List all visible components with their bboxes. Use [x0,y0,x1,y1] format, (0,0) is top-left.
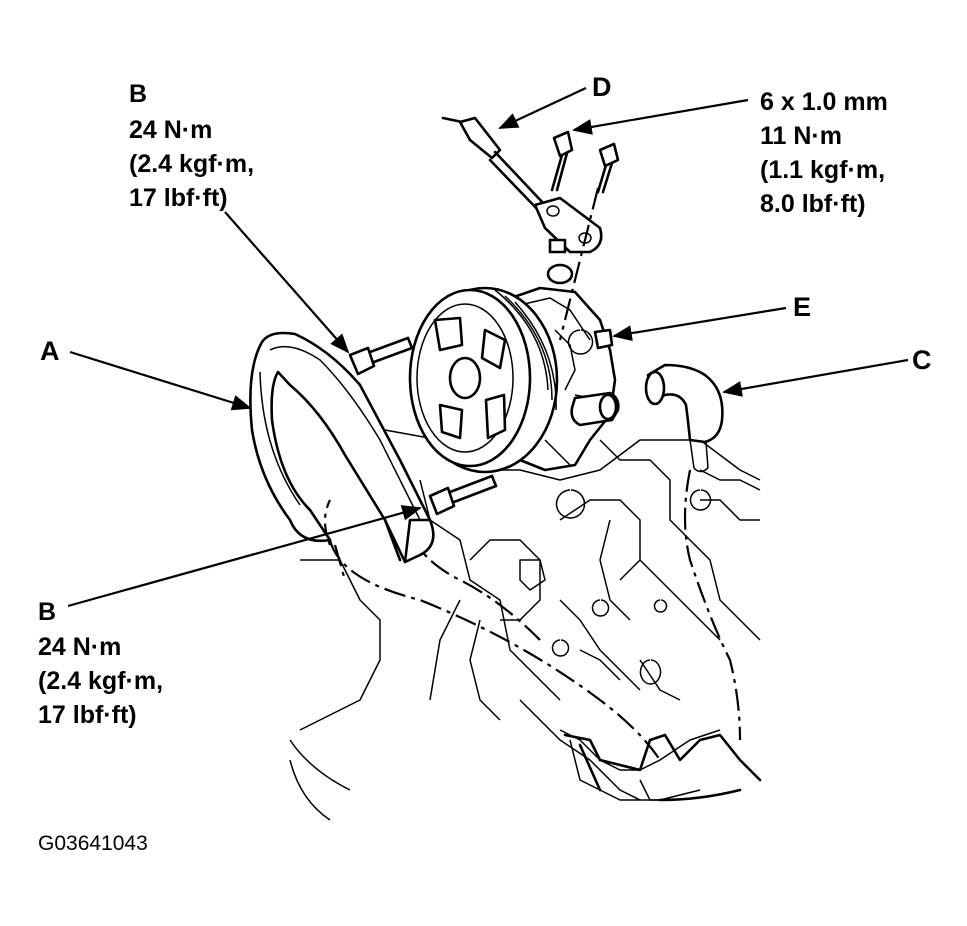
drive-belt [249,331,435,564]
engine-block [289,429,762,821]
label-b-top-lbf: 17 lbf·ft) [129,184,228,212]
label-a: A [40,336,60,366]
bolt-spec-lbf: 8.0 lbf·ft) [760,190,866,218]
bolt-spec-size: 6 x 1.0 mm [760,88,888,116]
bolt-spec-torque: 11 N·m [760,122,842,150]
label-b-bottom-letter: B [38,598,56,626]
label-e: E [793,292,811,322]
return-hose [644,363,724,473]
label-c: C [912,345,932,375]
label-b-bottom-kgf: (2.4 kgf·m, [38,667,163,695]
figure-code: G03641043 [38,832,148,855]
label-b-bottom-lbf: 17 lbf·ft) [38,701,137,729]
callout-labels: A C D E B 24 N·m (2.4 kgf·m, 17 lbf·ft) … [38,72,932,855]
pressure-line [441,116,603,285]
steering-pump [408,286,620,474]
mounting-bolts [348,130,620,516]
label-b-top-torque: 24 N·m [129,116,212,144]
bolt-spec-kgf: (1.1 kgf·m, [760,156,885,184]
label-b-bottom-torque: 24 N·m [38,633,121,661]
label-d: D [592,72,612,102]
label-b-top-letter: B [129,80,147,108]
label-b-top-kgf: (2.4 kgf·m, [129,150,254,178]
leader-lines [67,87,909,608]
